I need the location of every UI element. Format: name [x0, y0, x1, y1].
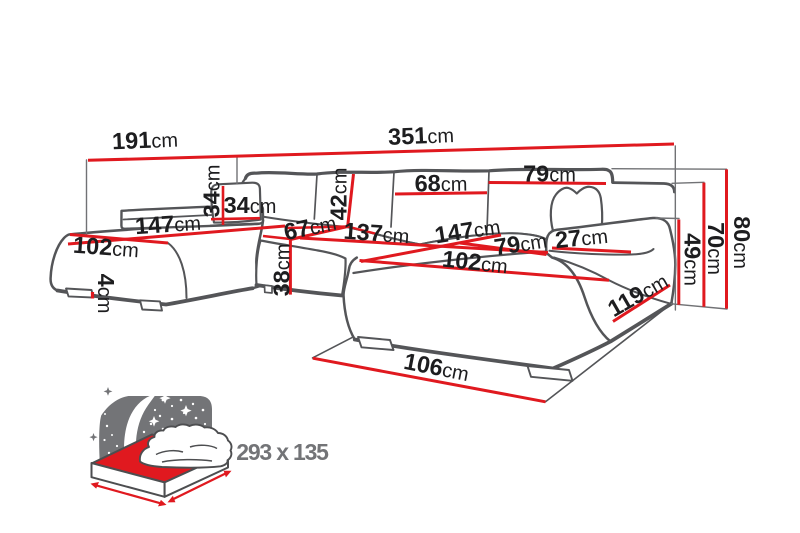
svg-text:34cm: 34cm: [224, 192, 277, 218]
svg-text:79cm: 79cm: [492, 227, 548, 261]
svg-text:147cm: 147cm: [433, 213, 502, 249]
svg-text:137cm: 137cm: [343, 218, 411, 249]
svg-text:79cm: 79cm: [523, 161, 576, 187]
svg-text:4cm: 4cm: [93, 274, 119, 314]
svg-text:67cm: 67cm: [281, 209, 338, 245]
svg-text:68cm: 68cm: [414, 170, 467, 197]
svg-text:147cm: 147cm: [134, 209, 202, 240]
svg-text:106cm: 106cm: [402, 348, 472, 386]
svg-text:351cm: 351cm: [387, 121, 454, 150]
svg-text:191cm: 191cm: [111, 126, 178, 155]
svg-text:49cm: 49cm: [680, 233, 706, 286]
svg-text:70cm: 70cm: [703, 222, 729, 275]
svg-text:102cm: 102cm: [72, 232, 140, 263]
svg-text:293 x 135: 293 x 135: [236, 439, 329, 465]
svg-text:80cm: 80cm: [729, 216, 755, 269]
svg-text:102cm: 102cm: [441, 246, 509, 279]
svg-text:27cm: 27cm: [554, 222, 609, 253]
svg-text:34cm: 34cm: [199, 165, 225, 218]
svg-text:42cm: 42cm: [326, 168, 352, 221]
svg-text:38cm: 38cm: [269, 244, 295, 297]
